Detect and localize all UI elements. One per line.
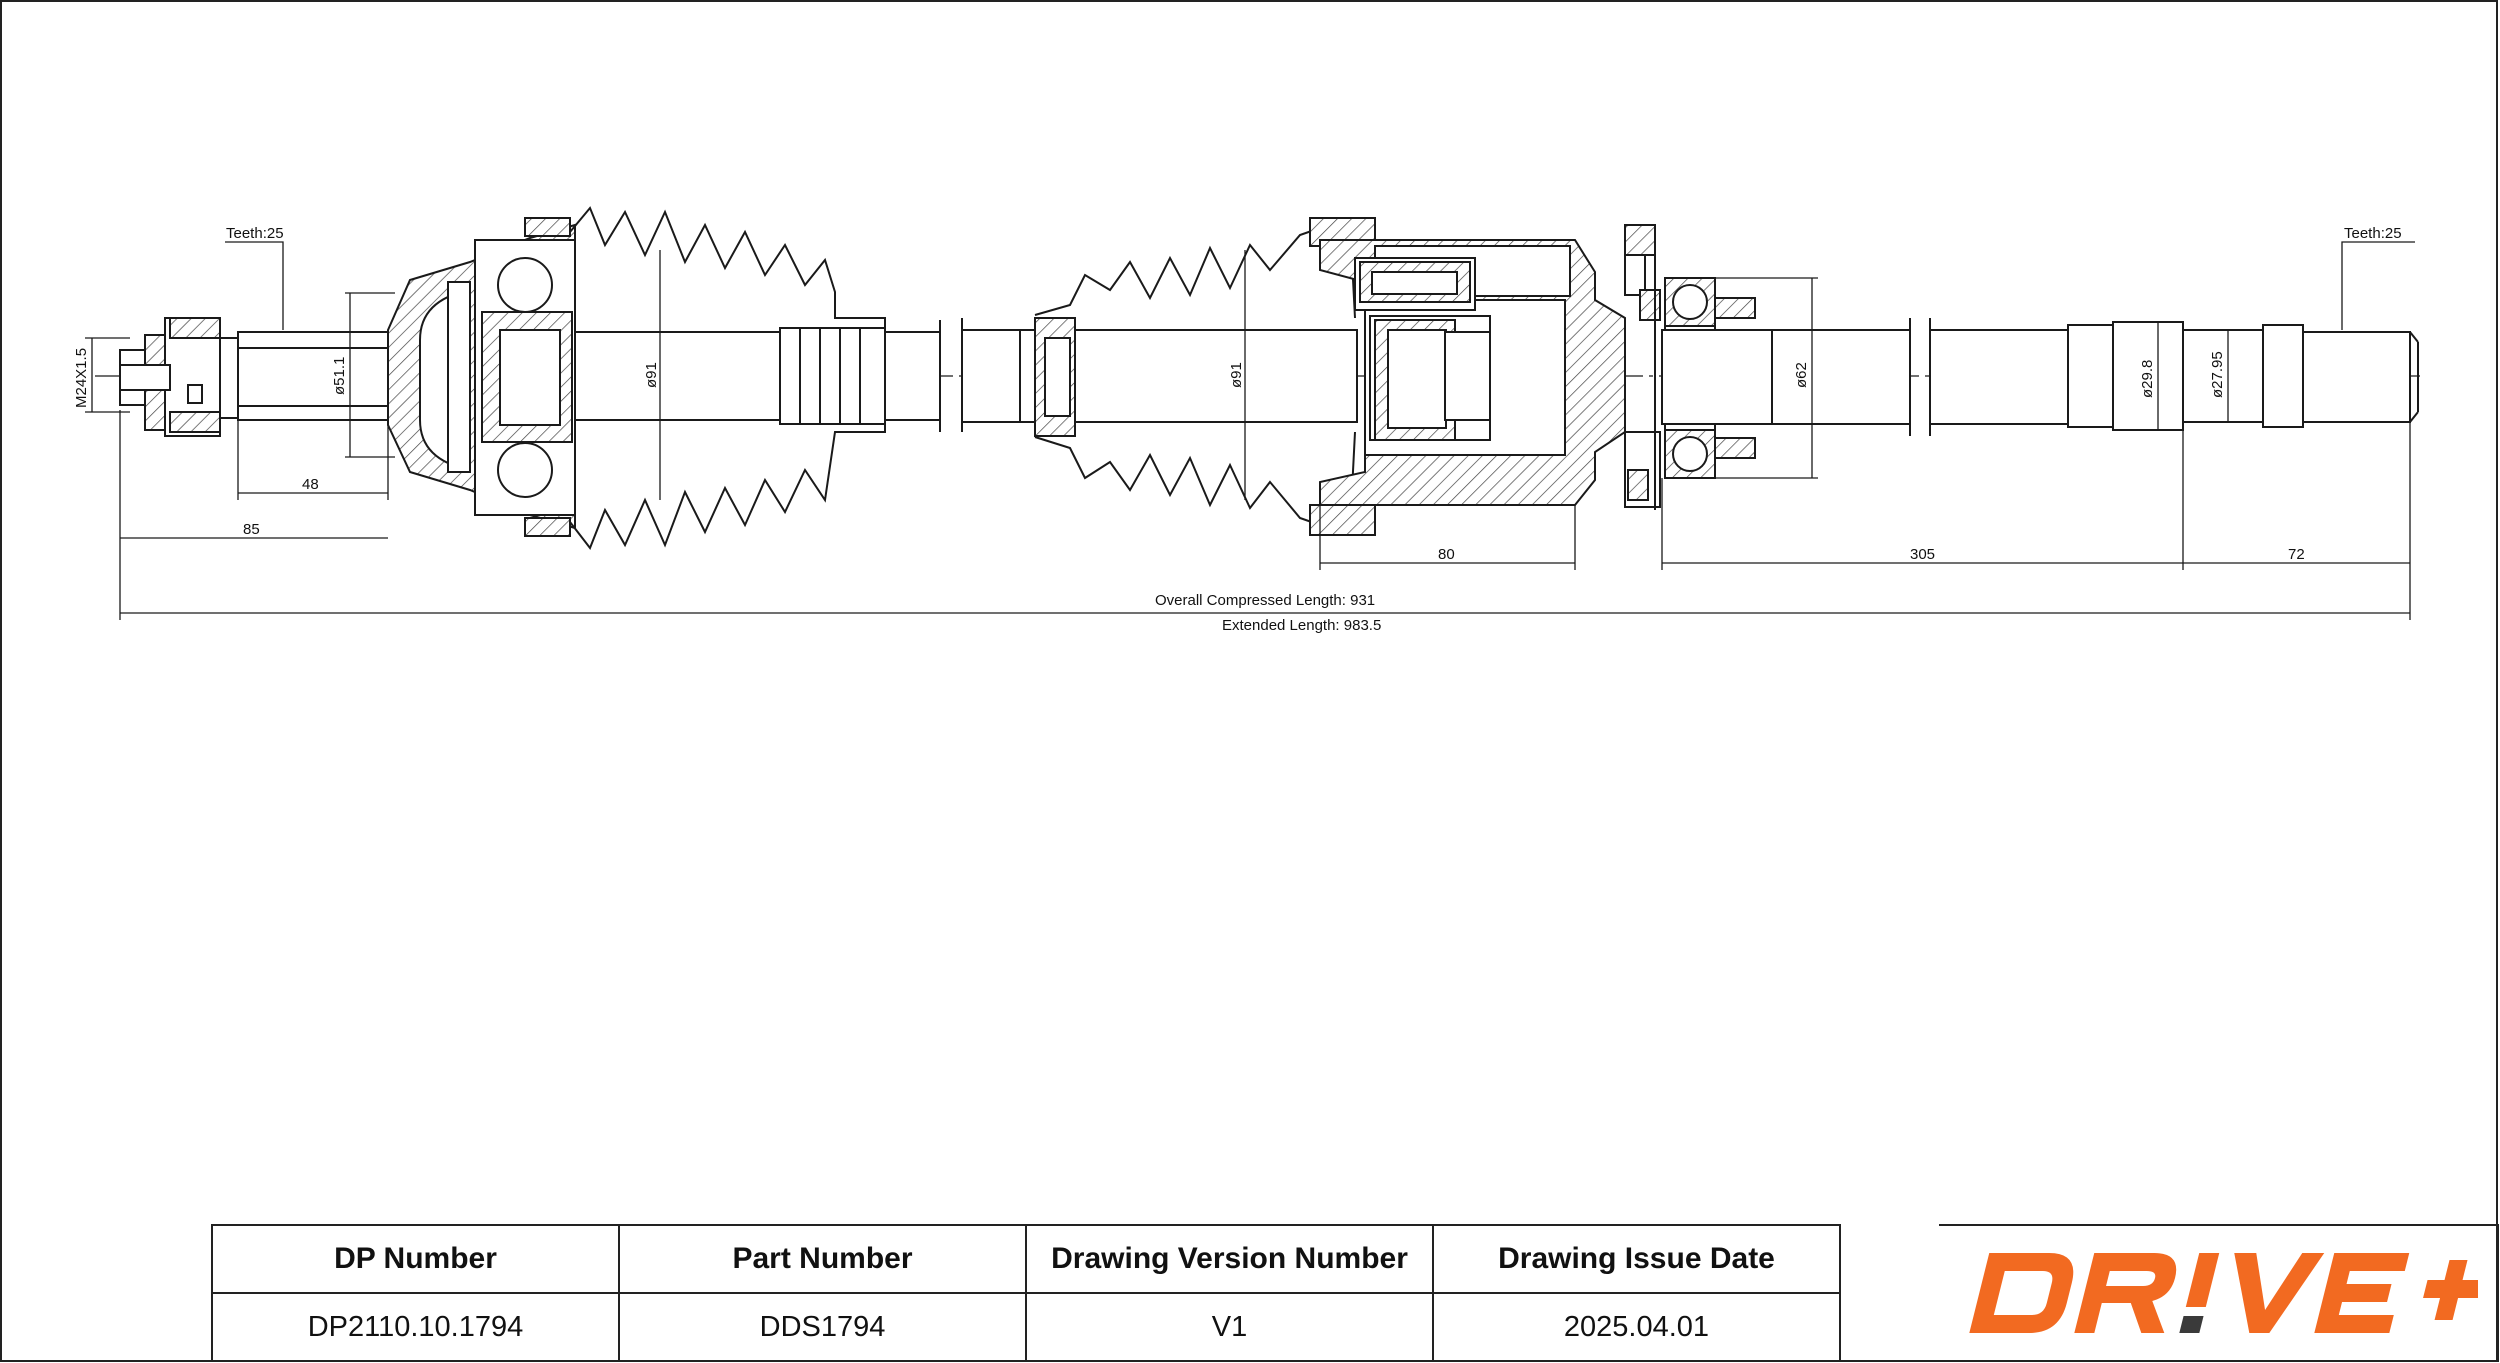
header-part-number: Part Number <box>618 1224 1027 1294</box>
title-block-value-row: DP2110.10.1794 DDS1794 V1 2025.04.01 <box>211 1292 1841 1362</box>
dia-62-label: ø62 <box>1793 362 1810 388</box>
left-threaded-stub <box>119 317 221 437</box>
dia-27-label: ø27.95 <box>2209 351 2226 398</box>
teeth-right-label: Teeth:25 <box>2344 225 2402 242</box>
thread-label: M24X1.5 <box>73 348 90 408</box>
right-inner-joint-housing <box>1309 217 1626 536</box>
left-spline-shaft <box>219 331 389 421</box>
header-version: Drawing Version Number <box>1025 1224 1434 1294</box>
drive-logo <box>1939 1224 2499 1362</box>
header-dp-number: DP Number <box>211 1224 620 1294</box>
title-block-header-row: DP Number Part Number Drawing Version Nu… <box>211 1224 1841 1294</box>
teeth-left-label: Teeth:25 <box>226 225 284 242</box>
right-outer-joint-body <box>1624 224 1661 510</box>
dia-91-right-label: ø91 <box>1228 362 1245 388</box>
value-issue-date: 2025.04.01 <box>1432 1292 1841 1362</box>
value-dp-number: DP2110.10.1794 <box>211 1292 620 1362</box>
dim-80-label: 80 <box>1438 546 1455 563</box>
overall-length-label: Overall Compressed Length: 931 <box>1155 592 1375 609</box>
drive-logo-graphic <box>1969 1253 2478 1333</box>
dim-72-label: 72 <box>2288 546 2305 563</box>
right-bearing <box>1664 277 1756 479</box>
value-part-number: DDS1794 <box>618 1292 1027 1362</box>
left-joint-cage <box>474 217 576 537</box>
right-boot <box>1034 220 1356 532</box>
header-issue-date: Drawing Issue Date <box>1432 1224 1841 1294</box>
intermediate-shaft <box>961 318 1358 432</box>
dim-48-label: 48 <box>302 476 319 493</box>
dia-29-label: ø29.8 <box>2139 360 2156 398</box>
left-mid-shaft <box>574 320 941 432</box>
dia-51-label: ø51.1 <box>331 357 348 395</box>
title-block-table: DP Number Part Number Drawing Version Nu… <box>211 1224 1841 1362</box>
dia-91-left-label: ø91 <box>643 362 660 388</box>
extended-length-label: Extended Length: 983.5 <box>1222 617 1381 634</box>
left-boot <box>569 206 886 551</box>
dim-305-label: 305 <box>1910 546 1935 563</box>
dim-85-label: 85 <box>243 521 260 538</box>
value-version: V1 <box>1025 1292 1434 1362</box>
right-output-shaft <box>1661 318 2419 436</box>
title-block: DP Number Part Number Drawing Version Nu… <box>211 1224 2499 1362</box>
